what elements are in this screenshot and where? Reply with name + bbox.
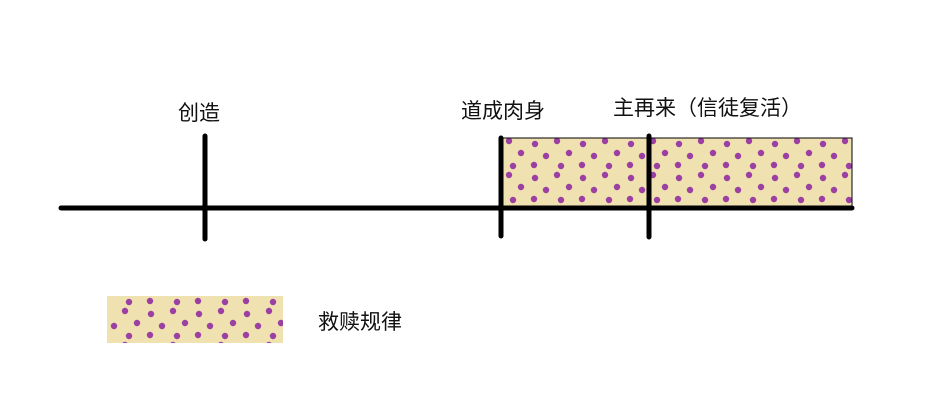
incarnation-label: 道成肉身 [461, 99, 545, 123]
legend-swatch-dots [107, 296, 283, 343]
redemption-region-dots [501, 138, 852, 208]
second-coming-label: 主再来（信徒复活） [613, 96, 802, 120]
creation-label: 创造 [178, 101, 220, 125]
legend-label: 救赎规律 [318, 310, 402, 334]
